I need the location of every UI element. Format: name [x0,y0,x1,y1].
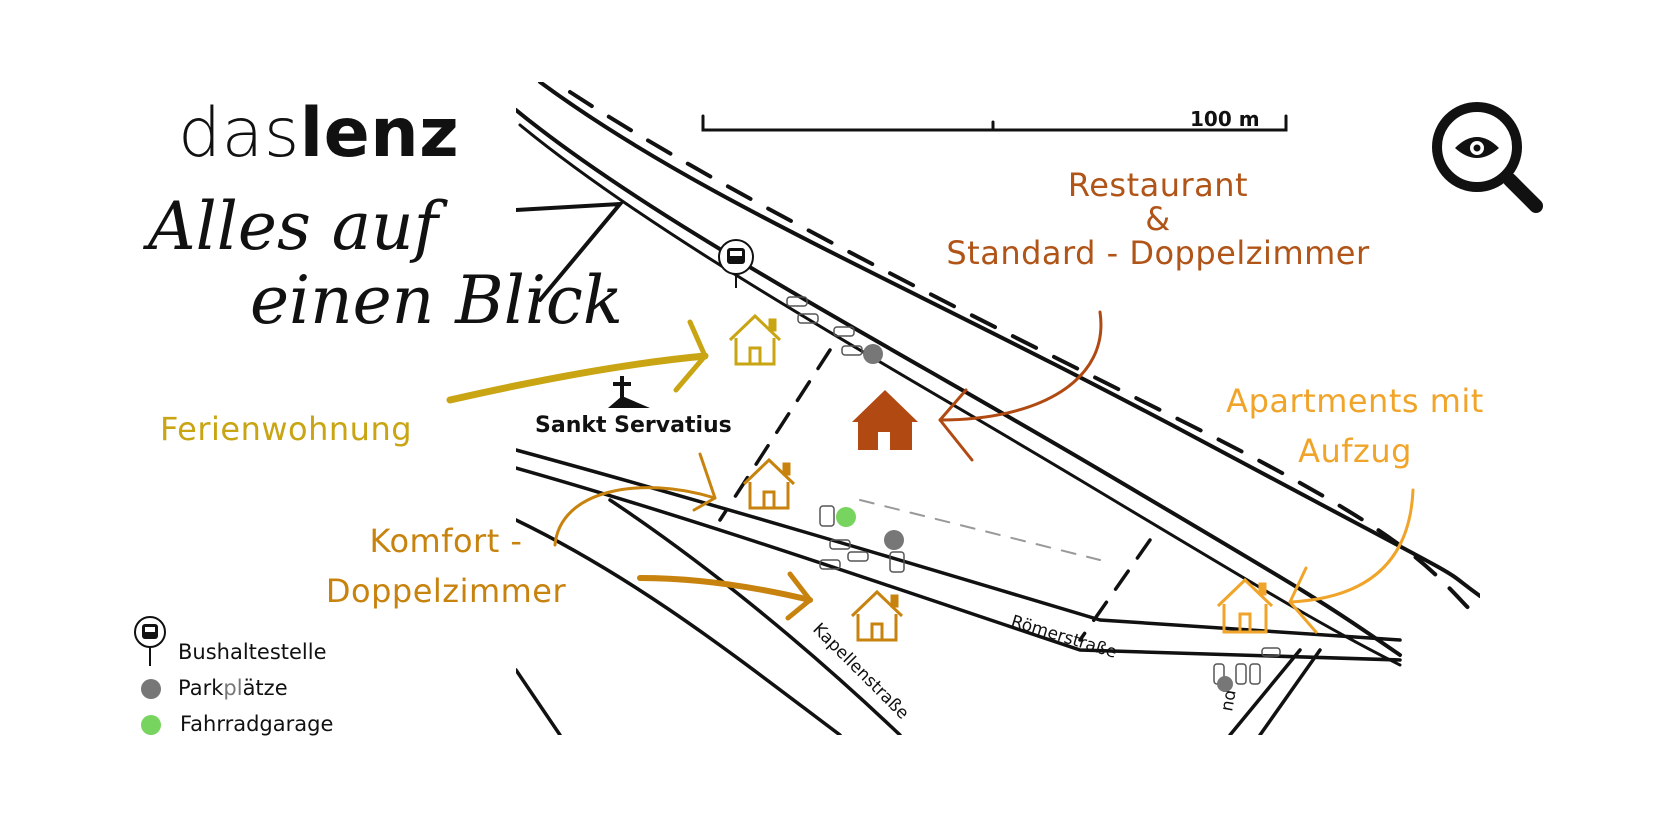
legend-bike-icon [141,715,161,735]
footpath-3 [859,499,1101,561]
arrow-restaurant-head [938,388,974,462]
parking-dot-1[interactable] [863,344,883,364]
main-road-edge-outer [538,82,1480,598]
side-road-top-left [516,201,625,302]
footpath-1 [718,348,832,522]
main-road-edge-inner [516,108,1402,657]
legend-bike-label: Fahrradgarage [180,712,334,736]
road-roemer-lower [516,466,1402,662]
parking-dot-3[interactable] [1217,676,1233,692]
brand-logo: daslenz [178,100,459,168]
label-apartments-line1: Apartments mit [1226,382,1484,420]
legend-parking-label: Parkplätze [178,676,288,700]
scale-bar [701,114,1288,132]
parking-dot-2[interactable] [884,530,904,550]
arrow-komfort-1-head [692,452,717,512]
label-ferienwohnung: Ferienwohnung [160,410,413,448]
arrow-komfort-1 [553,486,717,547]
legend-bus-icon [134,616,166,666]
legend-parking-part3: ätze [242,676,288,700]
main-road-edge-second [518,123,1402,667]
parking-spots [786,296,1281,685]
arrow-restaurant [938,310,1103,422]
road-bottom-right [1228,648,1322,735]
road-kapellen-lower [516,518,842,735]
arrow-ferienwohnung [446,352,709,404]
tagline-line2: einen Blick [250,262,623,339]
road-kapellen-upper [608,498,902,735]
label-restaurant-line3: Standard - Doppelzimmer [946,234,1370,272]
label-komfort-line1: Komfort - [369,522,523,560]
tagline-line1: Alles auf [148,188,439,265]
brand-prefix: das [178,94,300,173]
legend-parking-icon [141,679,161,699]
bus-stop-icon[interactable] [718,239,754,288]
label-apartments: Apartments mit Aufzug [1195,376,1515,476]
arrow-apartments-head [1288,566,1318,634]
footpath-2 [1078,538,1152,642]
house-icon-ferienwohnung[interactable] [728,313,782,366]
legend-bus-label: Bushaltestelle [178,640,327,664]
main-road-dashed [568,90,1480,622]
label-komfort-line2: Doppelzimmer [325,572,567,610]
street-partial-label: nd [1217,688,1240,713]
house-icon-komfort-1[interactable] [742,457,796,510]
label-restaurant-line1: Restaurant [1067,166,1249,204]
arrow-apartments [1288,488,1415,604]
label-restaurant-line2: & [1145,200,1171,238]
magnifier-eye-icon[interactable] [1432,102,1543,213]
label-restaurant: Restaurant & Standard - Doppelzimmer [928,168,1388,270]
legend-parking-part1: Park [178,676,224,700]
house-icon-restaurant[interactable] [852,390,918,450]
bike-garage-dot[interactable] [836,507,856,527]
legend-parking-part2: pl [223,676,243,700]
label-komfort: Komfort - Doppelzimmer [296,516,596,616]
road-roemer-upper [516,448,1402,642]
arrow-ferienwohnung-head [673,319,708,393]
brand-name: lenz [299,94,460,173]
label-apartments-line2: Aufzug [1298,432,1412,470]
scale-label: 100 m [1190,107,1260,131]
arrow-komfort-2-head [785,571,813,621]
house-icon-apartments[interactable] [1216,577,1274,634]
church-icon [608,376,650,408]
house-icon-komfort-2[interactable] [850,589,904,642]
road-bottom-left [516,668,562,735]
arrow-komfort-2 [637,575,813,603]
church-label: Sankt Servatius [535,413,732,438]
